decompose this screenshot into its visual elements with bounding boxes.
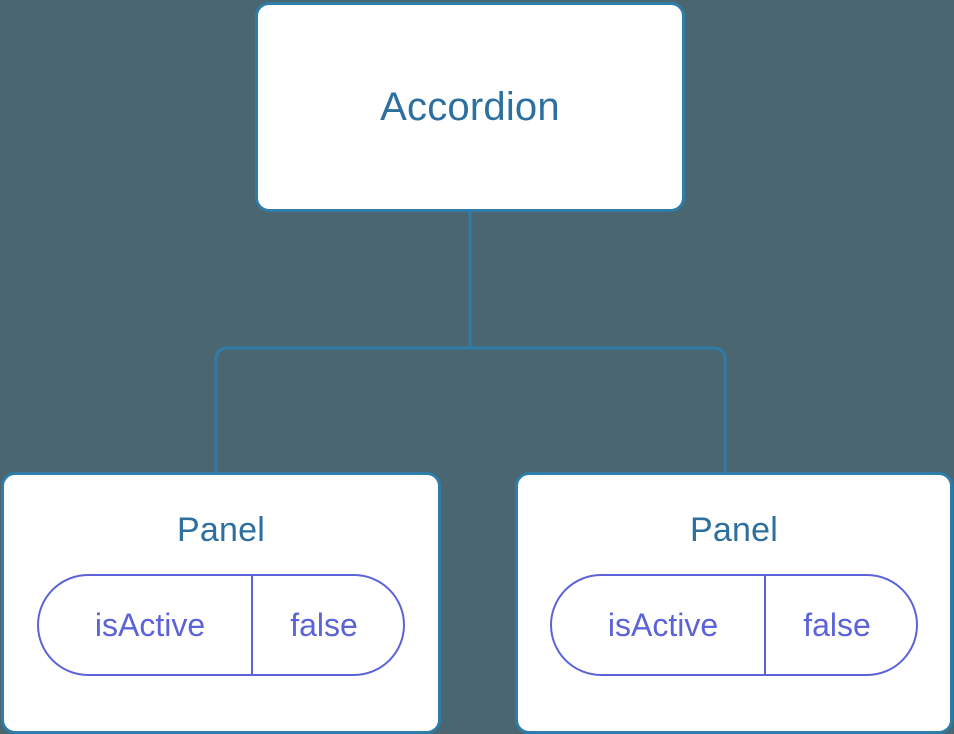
connector-branch-right	[470, 346, 727, 474]
state-pill-right[interactable]: isActive false	[550, 574, 918, 676]
node-panel-left-title: Panel	[177, 511, 265, 549]
node-accordion-title: Accordion	[380, 85, 560, 129]
state-pill-left[interactable]: isActive false	[37, 574, 405, 676]
node-panel-left[interactable]: Panel isActive false	[1, 472, 441, 734]
state-value-left: false	[251, 576, 403, 674]
state-key-left: isActive	[94, 606, 206, 643]
node-accordion[interactable]: Accordion	[255, 2, 685, 212]
connector-branch-left	[214, 346, 470, 474]
node-panel-right[interactable]: Panel isActive false	[515, 472, 953, 734]
state-key-right: isActive	[607, 606, 719, 643]
node-panel-right-title: Panel	[690, 511, 778, 549]
state-value-right: false	[764, 576, 916, 674]
